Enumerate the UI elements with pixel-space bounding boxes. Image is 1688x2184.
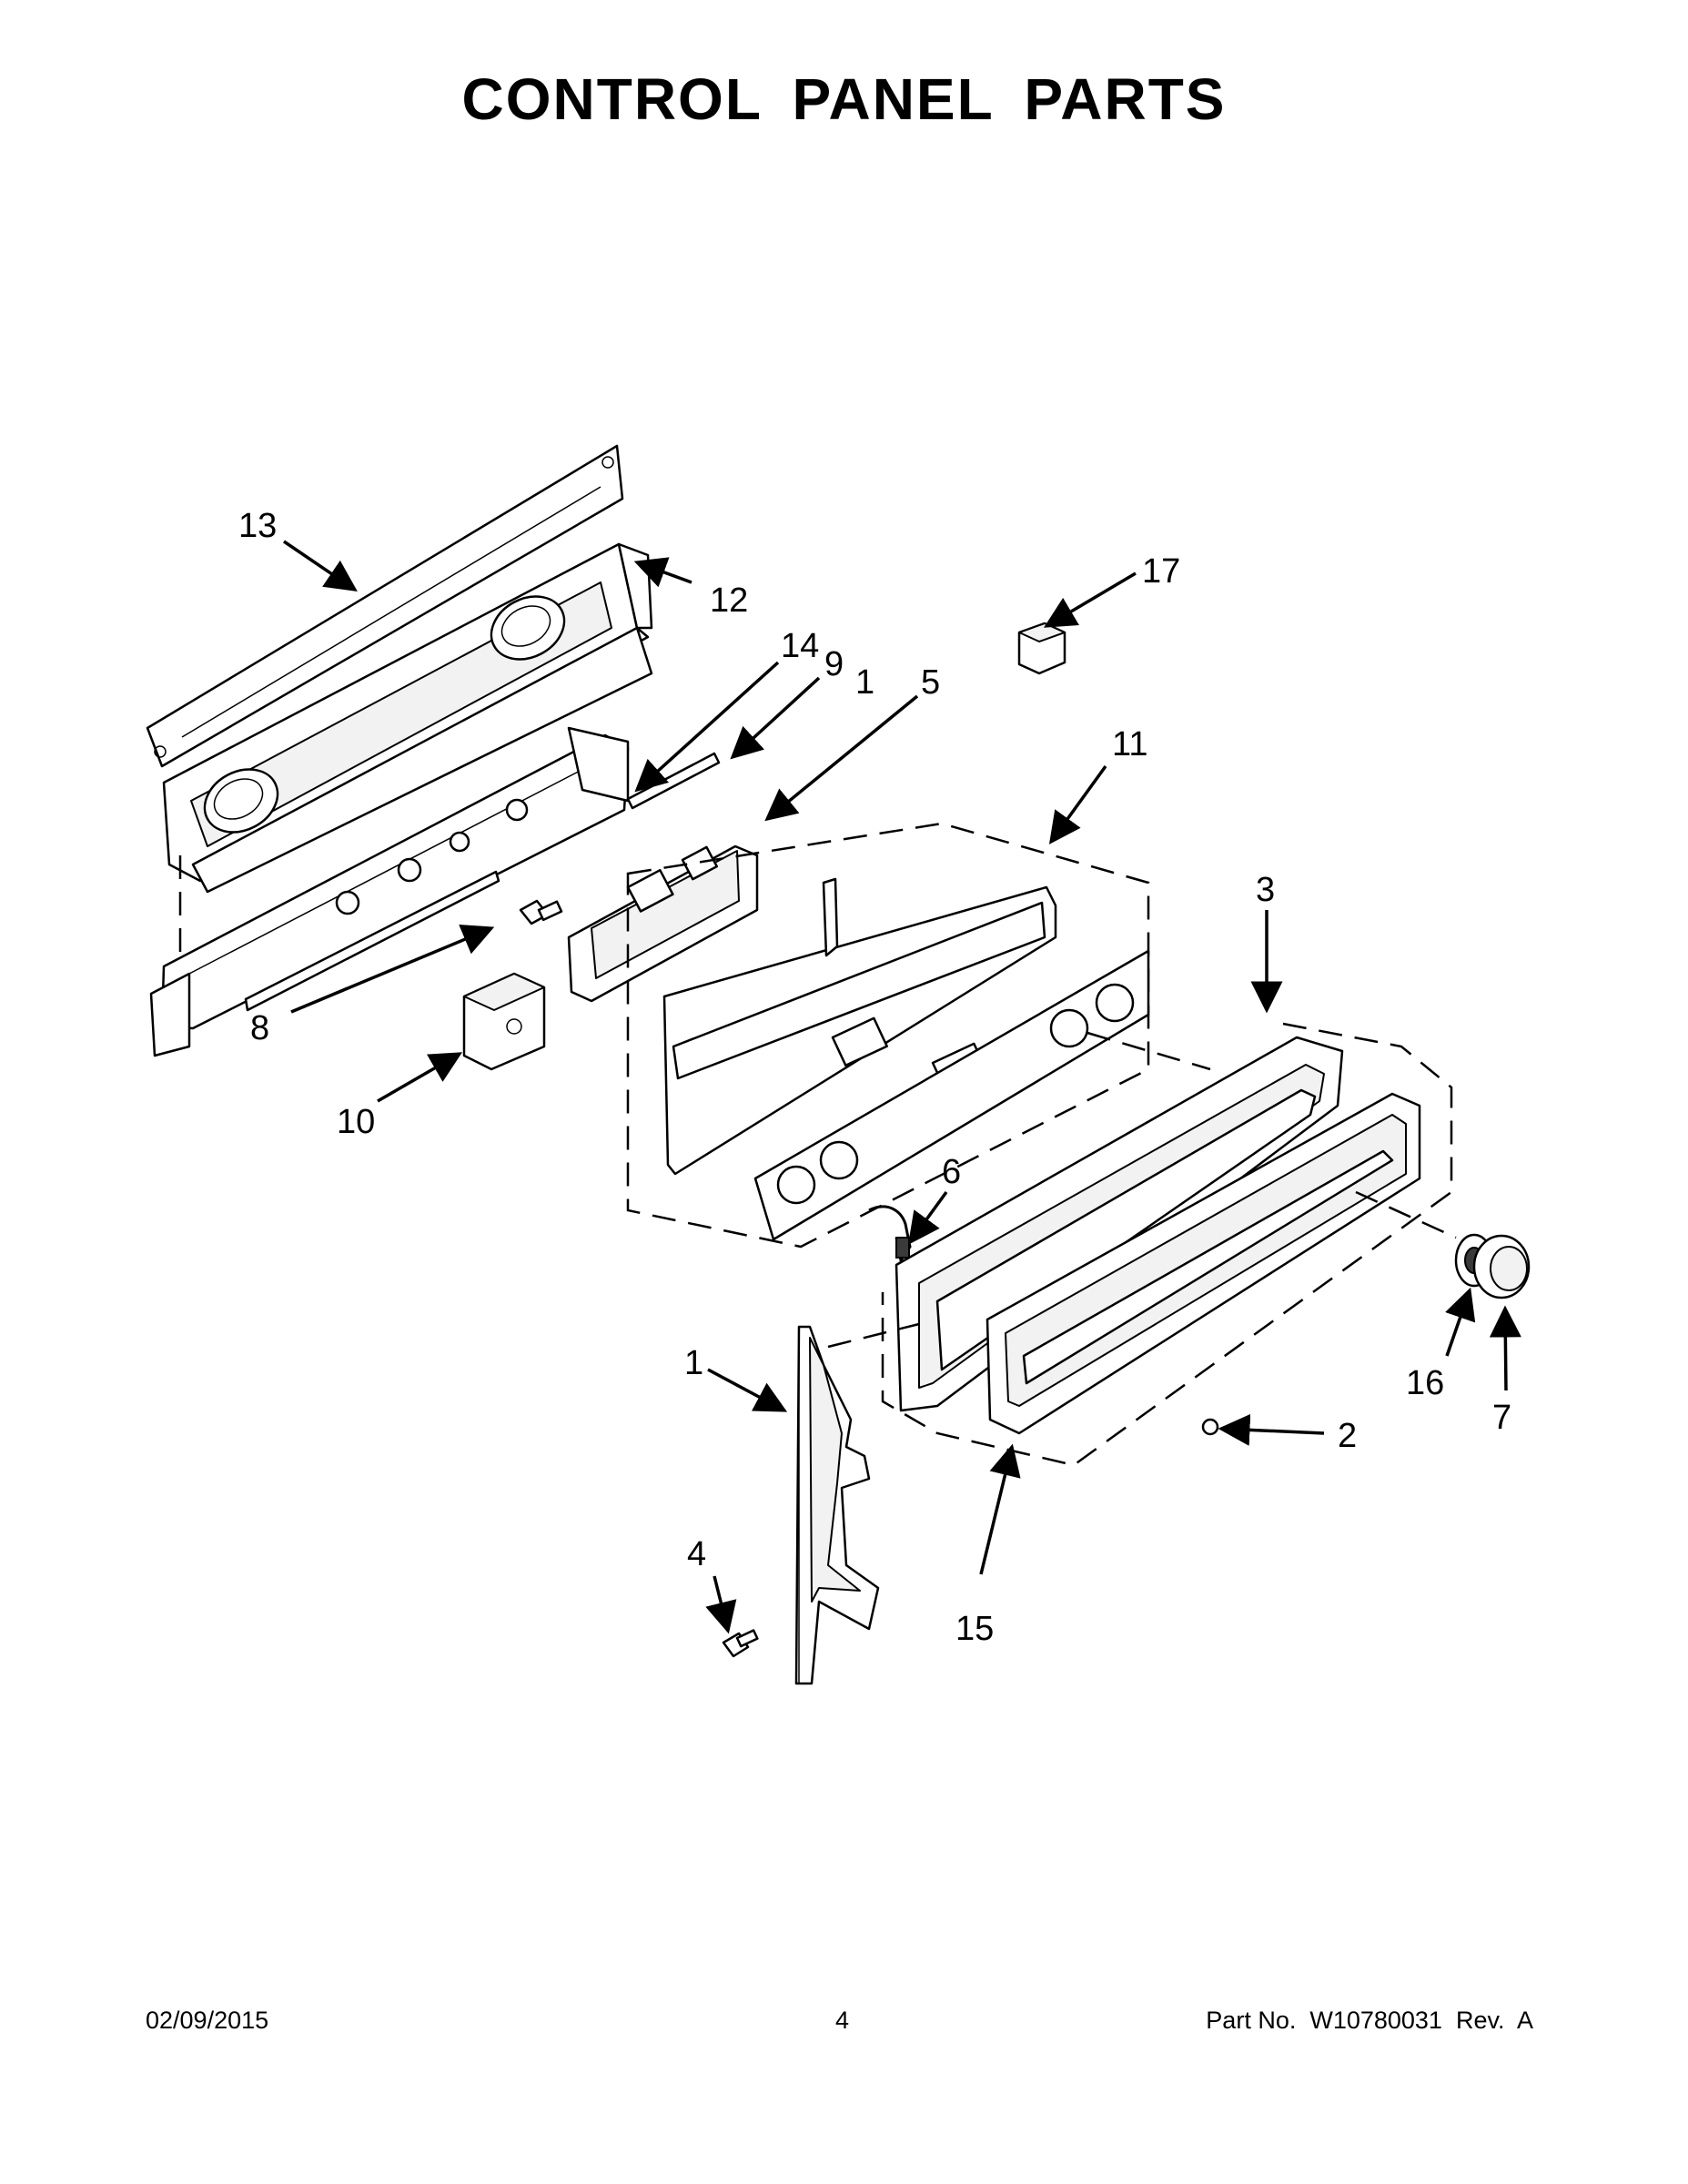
assembly-3-15-outline <box>881 1022 1453 1467</box>
part-11-overlay <box>753 949 1150 1241</box>
page-title: CONTROL PANEL PARTS <box>461 66 1227 132</box>
part-4-screw <box>722 1629 759 1658</box>
part-17-terminal-block <box>1017 622 1066 675</box>
callout-17: 17 <box>1142 552 1180 591</box>
part-9-strip <box>626 752 721 810</box>
part-1-side-bracket <box>794 1325 880 1685</box>
part-6-wire-harness <box>868 1205 912 1264</box>
footer-date: 02/09/2015 <box>146 2007 269 2034</box>
callout-8: 8 <box>250 1009 269 1047</box>
callout-7: 7 <box>1492 1399 1511 1437</box>
part-7-knob <box>1472 1234 1531 1299</box>
callout-5: 5 <box>921 663 940 702</box>
part-14-panel-bracket <box>149 726 630 1057</box>
part-1-screw-upper <box>519 899 563 925</box>
callout-labels: 13 12 17 14 9 1 5 11 3 8 10 6 1 16 7 2 4… <box>238 507 1511 1648</box>
callout-10: 10 <box>337 1103 375 1141</box>
callout-12: 12 <box>710 581 748 620</box>
part-13-rear-panel <box>146 444 624 768</box>
callout-3: 3 <box>1256 871 1275 909</box>
callout-9: 9 <box>824 645 844 683</box>
leader-lines <box>283 540 1521 1634</box>
callout-4: 4 <box>687 1535 706 1573</box>
part-12-control-housing <box>162 542 653 894</box>
callout-13: 13 <box>238 507 277 545</box>
assembly-11-outline <box>626 822 1150 1249</box>
part-15-outer-trim <box>986 1092 1421 1435</box>
callout-11: 11 <box>1112 725 1147 763</box>
callout-1-lower: 1 <box>684 1344 703 1382</box>
callout-14: 14 <box>781 627 819 665</box>
part-8-rod <box>244 870 500 1012</box>
part-10-switch-block <box>462 972 546 1071</box>
footer-page-number: 4 <box>835 2007 850 2034</box>
callout-2: 2 <box>1338 1417 1357 1455</box>
footer-part-number: Part No. W10780031 Rev. A <box>1206 2007 1533 2034</box>
callout-6: 6 <box>942 1153 961 1191</box>
callout-16: 16 <box>1406 1364 1444 1402</box>
callout-1-upper: 1 <box>855 663 874 702</box>
callout-15: 15 <box>955 1610 994 1648</box>
part-2-screw <box>1201 1418 1219 1436</box>
